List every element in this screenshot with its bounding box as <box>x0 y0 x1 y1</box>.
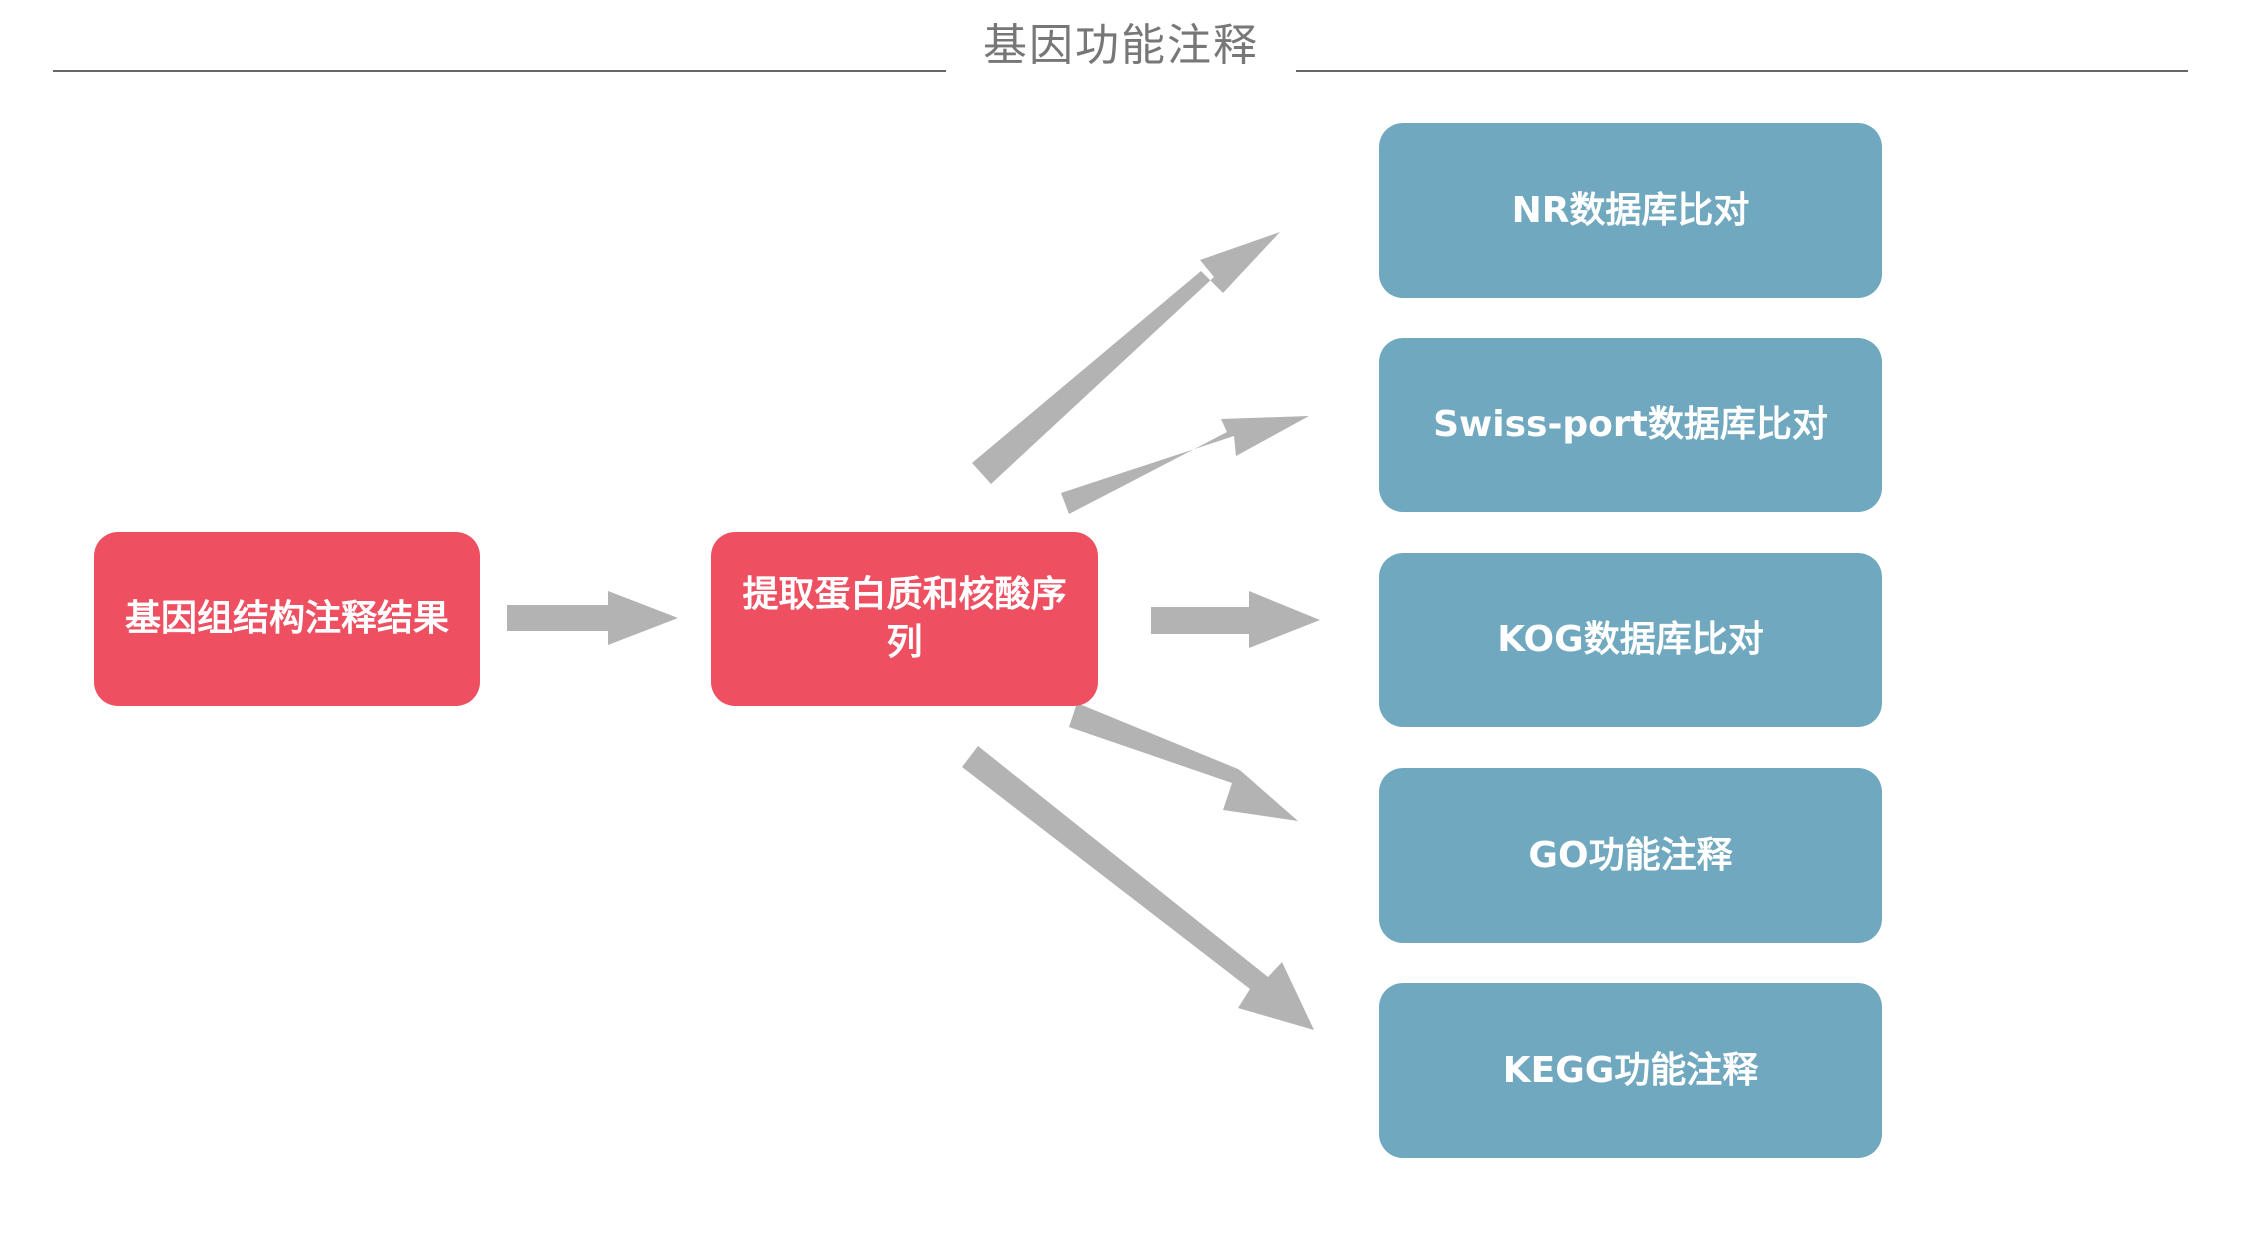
node-gene-structure-annotation-result: 基因组结构注释结果 <box>94 532 480 706</box>
arrow-extract-to-go <box>1069 703 1298 821</box>
arrow-extract-to-kegg <box>962 746 1314 1030</box>
node-extract-protein-nucleic-sequence: 提取蛋白质和核酸序列 <box>711 532 1098 706</box>
node-kegg-function-annotation: KEGG功能注释 <box>1379 983 1882 1158</box>
node-label: KOG数据库比对 <box>1497 619 1764 660</box>
title-divider-left <box>53 70 946 72</box>
node-label: 提取蛋白质和核酸序列 <box>742 574 1067 663</box>
page-title: 基因功能注释 <box>983 20 1259 71</box>
node-kog-database-alignment: KOG数据库比对 <box>1379 553 1882 727</box>
node-label: NR数据库比对 <box>1511 189 1750 231</box>
arrow-extract-to-kog <box>1151 591 1320 648</box>
node-label: 基因组结构注释结果 <box>124 598 449 639</box>
node-label: Swiss-port数据库比对 <box>1433 404 1828 445</box>
arrow-extract-to-nr <box>972 232 1280 484</box>
node-label: GO功能注释 <box>1528 834 1733 876</box>
arrow-source-to-extract <box>507 591 678 645</box>
node-nr-database-alignment: NR数据库比对 <box>1379 123 1882 298</box>
node-go-function-annotation: GO功能注释 <box>1379 768 1882 943</box>
node-swissport-database-alignment: Swiss-port数据库比对 <box>1379 338 1882 512</box>
node-label: KEGG功能注释 <box>1502 1049 1759 1091</box>
title-divider-right <box>1296 70 2188 72</box>
arrow-extract-to-swissport <box>1061 416 1309 514</box>
